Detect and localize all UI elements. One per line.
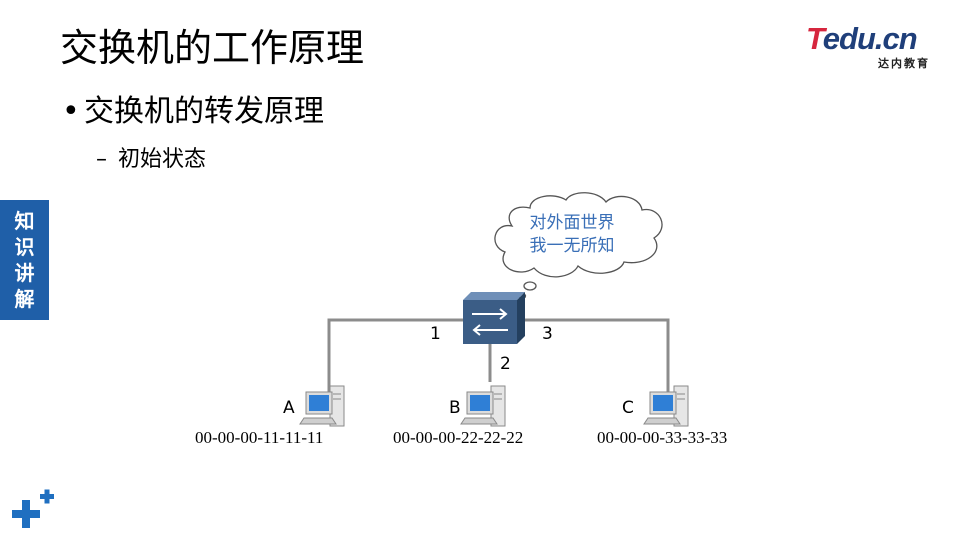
side-tab-knowledge: 知 识 讲 解 (0, 200, 49, 320)
bullet-main: •交换机的转发原理 (62, 92, 324, 132)
bullet-dash: – (96, 147, 107, 172)
host-label-a: A (283, 398, 295, 418)
side-tab-char: 讲 (14, 261, 35, 285)
host-label-c: C (622, 398, 634, 418)
bullet-dot: • (62, 94, 80, 129)
port-label-1: 1 (430, 324, 441, 344)
computer-icon (643, 385, 689, 427)
bullet-main-text: 交换机的转发原理 (84, 94, 324, 129)
logo-subtitle: 达内教育 (878, 57, 930, 70)
mac-address-a: 00-00-00-11-11-11 (195, 428, 324, 447)
tedu-logo: Tedu.cn 达内教育 (806, 21, 936, 71)
side-tab-char: 识 (14, 235, 35, 259)
page-title: 交换机的工作原理 (60, 26, 365, 70)
side-tab-char: 知 (14, 209, 35, 233)
bullet-sub-text: 初始状态 (118, 147, 207, 172)
side-tab-char: 解 (14, 287, 35, 311)
port-label-3: 3 (542, 324, 553, 344)
cloud-text-line: 我一无所知 (529, 236, 615, 256)
mac-address-c: 00-00-00-33-33-33 (597, 428, 728, 447)
plus-logo-icon (12, 489, 54, 528)
logo-brand: Tedu.cn (806, 21, 918, 56)
host-label-b: B (449, 398, 461, 418)
bullet-sub: –初始状态 (96, 144, 206, 176)
cloud-text: 对外面世界 我一无所知 (508, 212, 636, 258)
port-label-2: 2 (500, 354, 511, 374)
cloud-text-line: 对外面世界 (529, 213, 615, 233)
thought-cloud (494, 192, 663, 300)
computer-icon (460, 385, 506, 427)
network-links (327, 318, 670, 392)
mac-address-b: 00-00-00-22-22-22 (393, 428, 524, 447)
switch-icon (463, 292, 525, 344)
computer-icon (299, 385, 345, 427)
